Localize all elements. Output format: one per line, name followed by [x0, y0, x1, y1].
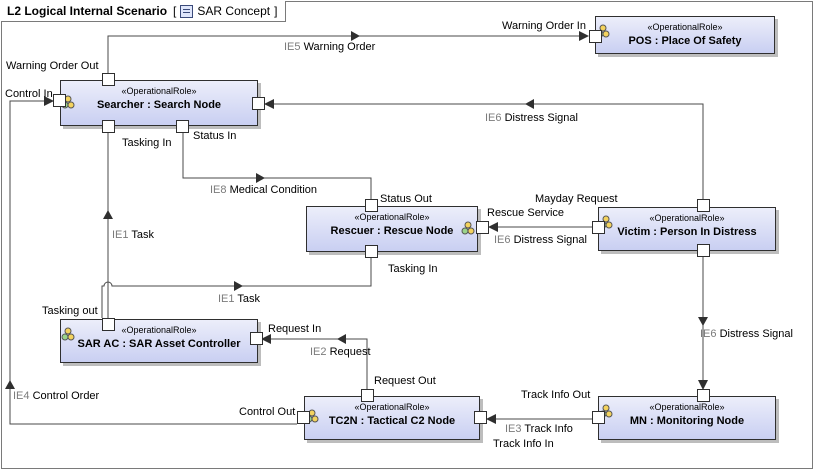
port-mn-left[interactable]: [592, 411, 605, 424]
node-sarac[interactable]: «OperationalRole» SAR AC : SAR Asset Con…: [60, 319, 258, 363]
flow-ie1-horizontal-line[interactable]: [101, 256, 372, 318]
diagram-icon: [180, 4, 194, 18]
diagram-title-tab[interactable]: L2 Logical Internal Scenario [ SAR Conce…: [1, 1, 287, 22]
stereotype: «OperationalRole»: [121, 86, 197, 96]
flow-ie5-midarrow: [351, 31, 360, 41]
flow-ie8-line[interactable]: [182, 127, 372, 199]
context-reference[interactable]: [ SAR Concept ]: [173, 4, 278, 18]
flow-label-ie5[interactable]: IE5 Warning Order: [284, 41, 376, 53]
flow-label-ie4[interactable]: IE4 Control Order: [13, 390, 100, 402]
flow-ie1-vertical-midarrow: [103, 210, 113, 219]
flow-label-ie6-right[interactable]: IE6 Distress Signal: [700, 328, 793, 340]
stereotype: «OperationalRole»: [121, 325, 197, 335]
label-request-out: Request Out: [374, 375, 436, 387]
port-victim-left[interactable]: [592, 221, 605, 234]
node-victim[interactable]: «OperationalRole» Victim : Person In Dis…: [598, 207, 776, 251]
label-status-in: Status In: [193, 130, 237, 142]
operational-role-icon: [61, 327, 75, 341]
flow-label-ie3[interactable]: IE3 Track Info: [505, 423, 573, 435]
port-victim-bottom[interactable]: [697, 244, 710, 257]
flow-ie4-midarrow: [5, 380, 15, 389]
label-warning-order-out: Warning Order Out: [6, 60, 99, 72]
node-name: POS : Place Of Safety: [628, 35, 742, 47]
flow-ie8-midarrow: [256, 173, 265, 183]
port-request-in[interactable]: [250, 332, 263, 345]
node-name: SAR AC : SAR Asset Controller: [77, 338, 241, 350]
flow-label-ie6-top[interactable]: IE6 Distress Signal: [485, 112, 578, 124]
stereotype: «OperationalRole»: [647, 22, 723, 32]
port-mayday-request[interactable]: [697, 199, 710, 212]
flow-ie6-right-midarrow: [698, 317, 708, 326]
flow-ie6-top-line[interactable]: [264, 99, 704, 199]
diagram-title: L2 Logical Internal Scenario: [7, 4, 168, 18]
port-status-in[interactable]: [176, 120, 189, 133]
label-mayday-request: Mayday Request: [535, 193, 618, 205]
flow-label-ie2[interactable]: IE2 Request: [310, 346, 371, 358]
node-name: Victim : Person In Distress: [617, 226, 757, 238]
label-status-out: Status Out: [380, 193, 432, 205]
label-warning-order-in: Warning Order In: [502, 20, 586, 32]
port-rescue-service[interactable]: [476, 221, 489, 234]
label-request-in: Request In: [268, 323, 322, 335]
label-tasking-out: Tasking out: [42, 305, 98, 317]
port-track-info-out[interactable]: [697, 389, 710, 402]
node-searcher[interactable]: «OperationalRole» Searcher : Search Node: [60, 80, 258, 126]
port-searcher-right[interactable]: [252, 97, 265, 110]
context-label: SAR Concept: [197, 4, 271, 18]
stereotype: «OperationalRole»: [649, 213, 725, 223]
flow-ie1-horizontal-midarrow: [234, 281, 243, 291]
port-tasking-out[interactable]: [102, 318, 115, 331]
label-control-in: Control In: [5, 88, 53, 100]
node-pos[interactable]: «OperationalRole» POS : Place Of Safety: [595, 16, 775, 54]
port-status-out[interactable]: [365, 199, 378, 212]
node-mn[interactable]: «OperationalRole» MN : Monitoring Node: [598, 396, 776, 440]
node-rescuer[interactable]: «OperationalRole» Rescuer : Rescue Node: [306, 206, 478, 252]
flow-label-ie1-vertical[interactable]: IE1 Task: [112, 229, 154, 241]
stereotype: «OperationalRole»: [354, 212, 430, 222]
port-tasking-in-searcher[interactable]: [102, 120, 115, 133]
node-name: Rescuer : Rescue Node: [330, 225, 454, 237]
port-control-out[interactable]: [297, 411, 310, 424]
operational-role-icon: [461, 221, 475, 235]
port-control-in[interactable]: [53, 94, 66, 107]
node-name: Searcher : Search Node: [96, 99, 222, 111]
label-control-out: Control Out: [239, 406, 296, 418]
port-warning-order-out[interactable]: [102, 73, 115, 86]
port-tasking-in-rescuer[interactable]: [365, 245, 378, 258]
flow-ie6-top-midarrow: [525, 99, 534, 109]
label-track-info-out: Track Info Out: [521, 389, 591, 401]
stereotype: «OperationalRole»: [649, 402, 725, 412]
flow-ie2-midarrow: [337, 334, 346, 344]
port-request-out[interactable]: [361, 389, 374, 402]
flow-label-ie6-middle[interactable]: IE6 Distress Signal: [494, 234, 587, 246]
flow-ie5-line[interactable]: [107, 31, 589, 73]
node-tc2n[interactable]: «OperationalRole» TC2N : Tactical C2 Nod…: [304, 396, 480, 440]
label-tasking-in-searcher: Tasking In: [122, 137, 172, 149]
flow-ie2-line[interactable]: [261, 334, 368, 390]
flow-label-ie1-horizontal[interactable]: IE1 Task: [218, 293, 260, 305]
flow-label-ie8[interactable]: IE8 Medical Condition: [210, 184, 318, 196]
flow-ie4-line[interactable]: [9, 96, 297, 425]
stereotype: «OperationalRole»: [354, 402, 430, 412]
port-warning-order-in[interactable]: [589, 30, 602, 43]
node-name: TC2N : Tactical C2 Node: [328, 415, 456, 427]
port-track-info-in[interactable]: [474, 411, 487, 424]
label-rescue-service: Rescue Service: [487, 207, 565, 219]
node-name: MN : Monitoring Node: [629, 415, 745, 427]
label-track-info-in: Track Info In: [493, 438, 554, 450]
label-tasking-in-rescuer: Tasking In: [388, 263, 438, 275]
